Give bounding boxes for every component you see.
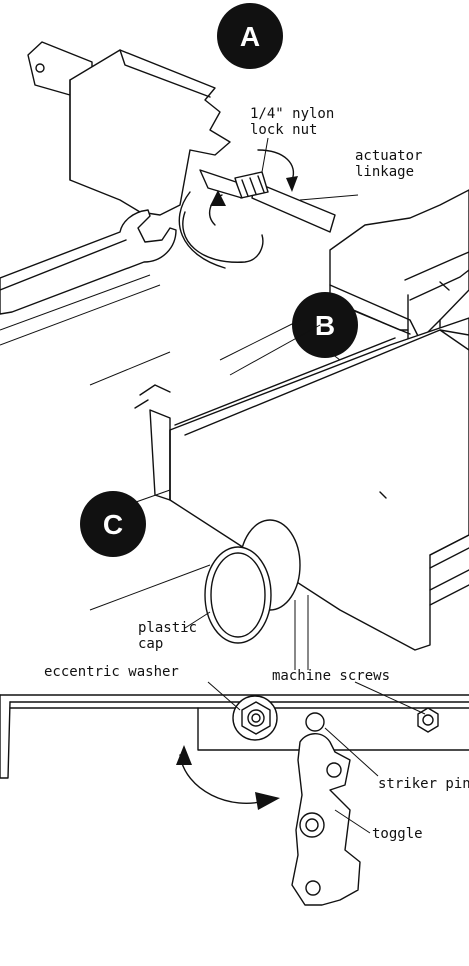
panel-bottom: eccentric washer machine screws striker … bbox=[0, 664, 469, 906]
label-machine-screws: machine screws bbox=[272, 668, 390, 684]
machine-screw bbox=[417, 707, 439, 733]
badge-b-letter: B bbox=[315, 310, 335, 341]
badge-a: A bbox=[217, 3, 283, 69]
label-cap-line2: cap bbox=[138, 636, 163, 652]
panel-top: 1/4" nylon lock nut actuator linkage A B bbox=[0, 3, 469, 383]
label-lock-nut-line1: 1/4" nylon bbox=[250, 106, 334, 122]
badge-a-letter: A bbox=[240, 21, 260, 52]
badge-c: C bbox=[80, 491, 146, 557]
badge-b: B bbox=[292, 292, 358, 358]
badge-c-letter: C bbox=[103, 509, 123, 540]
wrench bbox=[0, 209, 177, 315]
plastic-caps bbox=[204, 519, 301, 644]
label-actuator-line2: linkage bbox=[355, 164, 414, 180]
toggle-rotation-arrow bbox=[176, 745, 280, 810]
housing-middle bbox=[134, 317, 469, 651]
rotation-arrows bbox=[178, 149, 298, 269]
label-cap-line1: plastic bbox=[138, 620, 197, 636]
label-lock-nut-line2: lock nut bbox=[250, 122, 317, 138]
toggle bbox=[291, 733, 361, 906]
label-eccentric-washer: eccentric washer bbox=[44, 664, 179, 680]
panel-middle: plastic cap C bbox=[80, 317, 469, 670]
striker-pin bbox=[305, 712, 325, 732]
lock-housing bbox=[69, 49, 469, 383]
actuator-rod bbox=[199, 169, 336, 233]
label-striker-pin: striker pin bbox=[378, 776, 469, 792]
label-actuator-line1: actuator bbox=[355, 148, 422, 164]
eccentric-washer bbox=[232, 695, 278, 741]
label-toggle: toggle bbox=[372, 826, 423, 842]
